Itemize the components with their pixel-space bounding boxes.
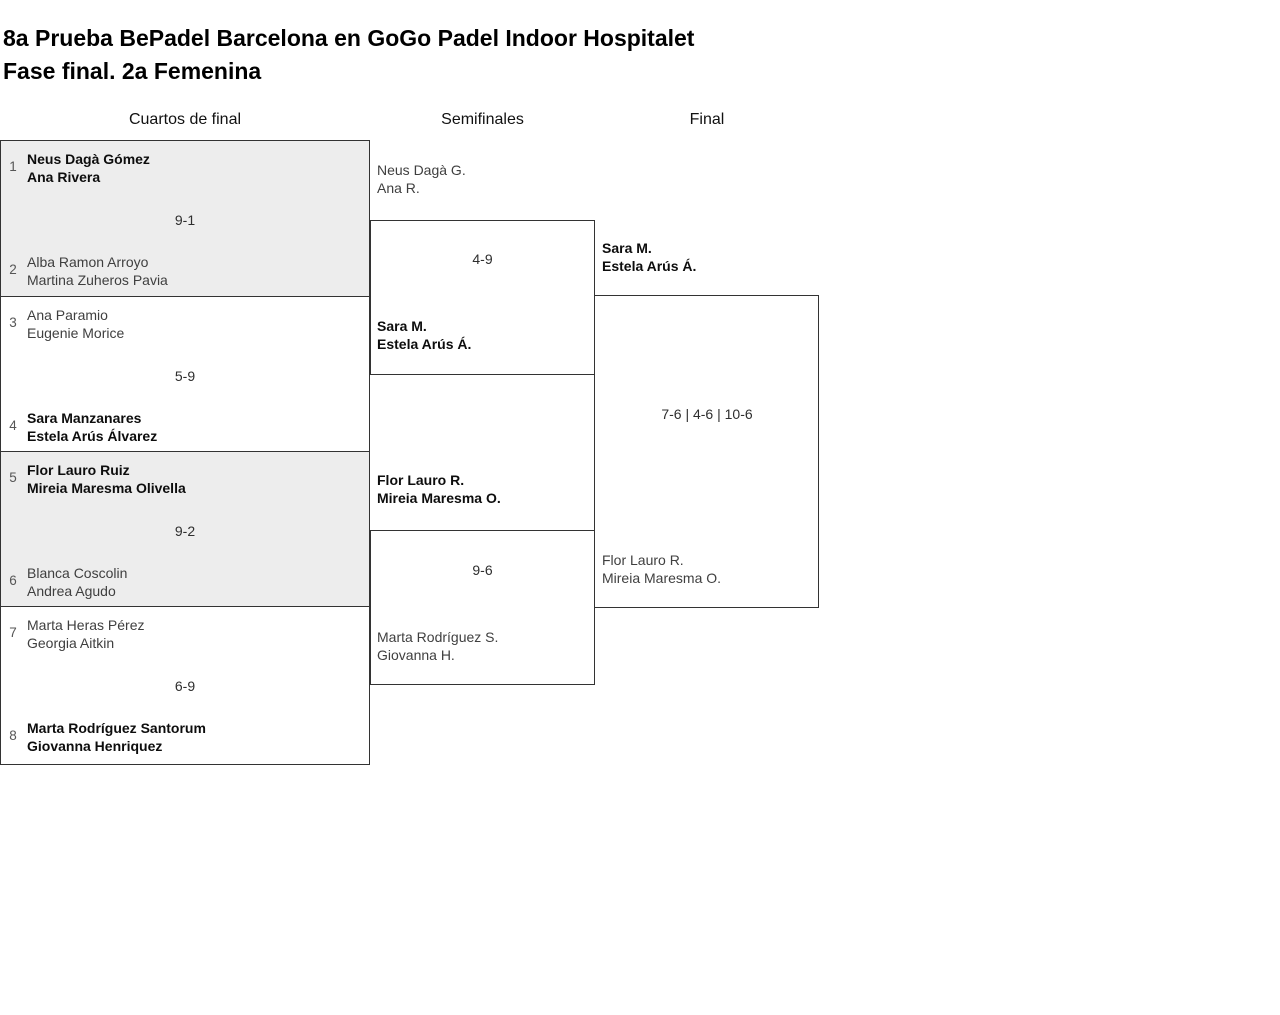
match-score: 9-2 [174,523,196,539]
quarterfinal-match-2: 3 Ana Paramio Eugenie Morice 5-9 4 Sara … [1,296,369,451]
round-header-semifinales: Semifinales [441,111,524,128]
team-name: Ana Paramio Eugenie Morice [27,306,124,342]
page-title-line1: 8a Prueba BePadel Barcelona en GoGo Pade… [3,25,695,52]
player-name: Estela Arús Á. [377,336,472,352]
seed-number: 1 [9,159,17,174]
team-name: Blanca Coscolin Andrea Agudo [27,564,127,600]
quarterfinal-match-3: 5 Flor Lauro Ruiz Mireia Maresma Olivell… [1,451,369,606]
match-score: 4-9 [472,251,493,267]
team-name: Flor Lauro Ruiz Mireia Maresma Olivella [27,461,186,497]
player-name: Eugenie Morice [27,325,125,341]
player-name: Sara M. [377,318,427,334]
match-score: 6-9 [174,678,196,694]
team-name: Alba Ramon Arroyo Martina Zuheros Pavia [27,253,168,289]
player-name: Flor Lauro Ruiz [27,462,130,478]
player-name: Ana Paramio [27,307,108,323]
seed-number: 7 [9,625,17,640]
seed-number: 8 [9,728,17,743]
player-name: Neus Dagà Gómez [27,151,150,167]
team-name: Sara M. Estela Arús Á. [377,317,471,353]
team-name: Marta Heras Pérez Georgia Aitkin [27,616,144,652]
player-name: Flor Lauro R. [377,472,465,488]
final-match-box [594,295,819,608]
team-name: Flor Lauro R. Mireia Maresma O. [602,551,721,587]
player-name: Georgia Aitkin [27,635,115,651]
round-header-cuartos: Cuartos de final [128,111,242,128]
player-name: Flor Lauro R. [602,552,684,568]
player-name: Giovanna Henriquez [27,738,163,754]
player-name: Blanca Coscolin [27,565,128,581]
seed-number: 6 [9,573,17,588]
quarterfinal-match-4: 7 Marta Heras Pérez Georgia Aitkin 6-9 8… [1,606,369,764]
seed-number: 2 [9,262,17,277]
player-name: Sara Manzanares [27,410,142,426]
player-name: Andrea Agudo [27,583,116,599]
team-name: Neus Dagà G. Ana R. [377,161,466,197]
quarterfinal-match-1: 1 Neus Dagà Gómez Ana Rivera 9-1 2 Alba … [1,141,369,296]
match-score: 9-1 [174,212,196,228]
team-name: Neus Dagà Gómez Ana Rivera [27,150,150,186]
page-title: 8a Prueba BePadel Barcelona en GoGo Pade… [3,22,694,88]
player-name: Martina Zuheros Pavia [27,272,168,288]
round-header-final: Final [689,111,725,128]
player-name: Giovanna H. [377,647,455,663]
team-name: Sara Manzanares Estela Arús Álvarez [27,409,157,445]
team-name: Sara M. Estela Arús Á. [602,239,696,275]
player-name: Mireia Maresma O. [377,490,501,506]
player-name: Alba Ramon Arroyo [27,254,149,270]
player-name: Ana Rivera [27,169,101,185]
team-name: Flor Lauro R. Mireia Maresma O. [377,471,501,507]
player-name: Marta Rodríguez Santorum [27,720,206,736]
seed-number: 3 [9,315,17,330]
page-title-line2: Fase final. 2a Femenina [3,58,262,85]
player-name: Estela Arús Álvarez [27,428,158,444]
match-score: 7-6 | 4-6 | 10-6 [661,406,753,422]
player-name: Marta Rodríguez S. [377,629,499,645]
player-name: Estela Arús Á. [602,258,697,274]
team-name: Marta Rodríguez Santorum Giovanna Henriq… [27,719,206,755]
player-name: Mireia Maresma O. [602,570,722,586]
quarterfinals-column: 1 Neus Dagà Gómez Ana Rivera 9-1 2 Alba … [0,140,370,765]
match-score: 9-6 [472,562,493,578]
player-name: Mireia Maresma Olivella [27,480,186,496]
seed-number: 4 [9,418,17,433]
player-name: Marta Heras Pérez [27,617,145,633]
player-name: Sara M. [602,240,652,256]
team-name: Marta Rodríguez S. Giovanna H. [377,628,498,664]
player-name: Neus Dagà G. [377,162,466,178]
seed-number: 5 [9,470,17,485]
player-name: Ana R. [377,180,420,196]
match-score: 5-9 [174,368,196,384]
